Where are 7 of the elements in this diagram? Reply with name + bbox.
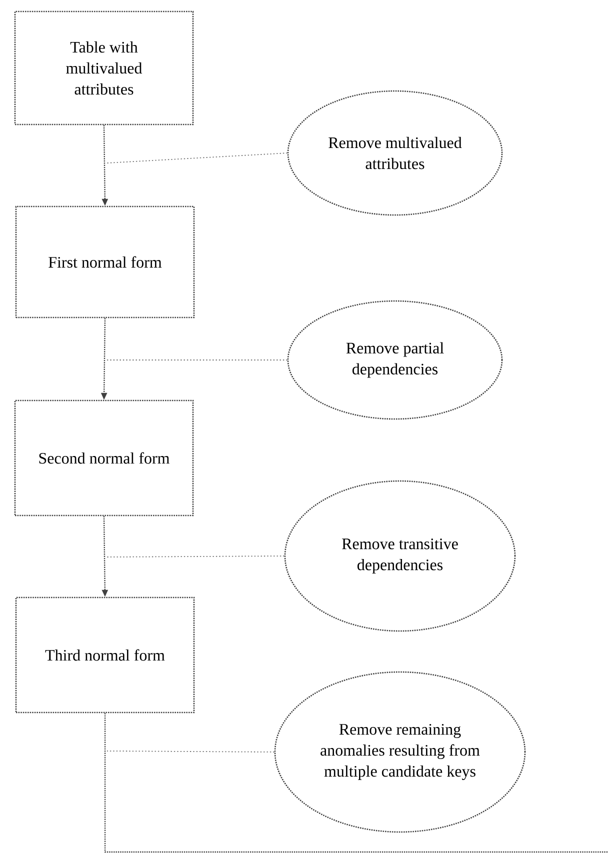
leader-line — [106, 750, 275, 752]
process-box: First normal form — [15, 206, 195, 318]
process-box: Second normal form — [14, 400, 194, 516]
process-box: Table with multivalued attributes — [14, 10, 194, 126]
process-box: Third normal form — [15, 596, 195, 714]
leader-line — [106, 152, 288, 164]
leader-line — [106, 556, 285, 558]
